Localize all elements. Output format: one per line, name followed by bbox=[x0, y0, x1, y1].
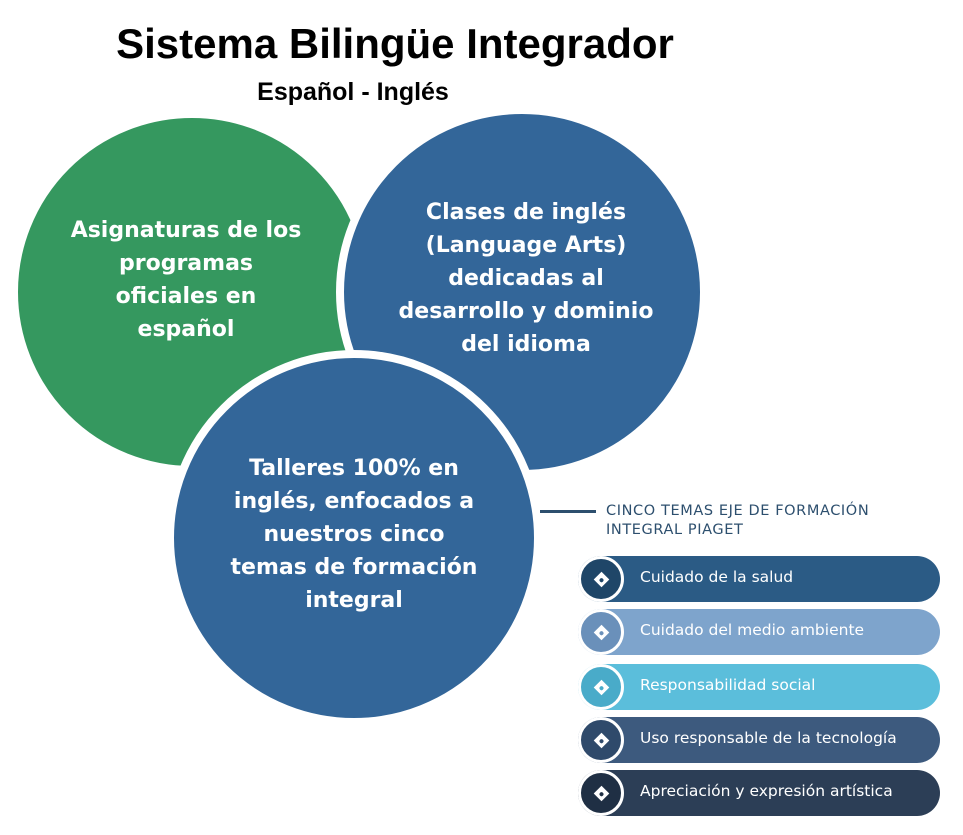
theme-item-knob bbox=[578, 770, 624, 816]
diamond-icon bbox=[593, 785, 609, 801]
theme-item-environment: Cuidado del medio ambiente bbox=[578, 609, 940, 655]
circle-spanish-subjects-text: Asignaturas de los programas oficiales e… bbox=[70, 218, 302, 342]
diamond-icon bbox=[593, 624, 609, 640]
diamond-icon bbox=[593, 732, 609, 748]
page-title: Sistema Bilingüe Integrador bbox=[116, 20, 674, 67]
circle-english-workshops: Talleres 100% en inglés, enfocados a nue… bbox=[166, 350, 542, 726]
circle-english-workshops-text: Talleres 100% en inglés, enfocados a nue… bbox=[230, 455, 478, 613]
circle-spanish-subjects: Asignaturas de los programas oficiales e… bbox=[12, 112, 372, 472]
themes-heading: CINCO TEMAS EJE DE FORMACIÓN INTEGRAL PI… bbox=[606, 503, 870, 538]
themes-panel: CINCO TEMAS EJE DE FORMACIÓN INTEGRAL PI… bbox=[540, 498, 960, 828]
theme-item-knob bbox=[578, 556, 624, 602]
themes-heading-rule bbox=[540, 510, 596, 513]
circle-english-classes-text: Clases de inglés (Language Arts) dedicad… bbox=[398, 199, 654, 357]
theme-item-knob bbox=[578, 664, 624, 710]
diamond-icon bbox=[593, 679, 609, 695]
theme-item-label: Uso responsable de la tecnología bbox=[640, 729, 897, 747]
theme-item-knob bbox=[578, 717, 624, 763]
theme-item-label: Apreciación y expresión artística bbox=[640, 782, 893, 800]
theme-item-social: Responsabilidad social bbox=[578, 664, 940, 710]
theme-item-knob bbox=[578, 609, 624, 655]
theme-item-label: Responsabilidad social bbox=[640, 676, 816, 694]
theme-item-technology: Uso responsable de la tecnología bbox=[578, 717, 940, 763]
theme-item-art: Apreciación y expresión artística bbox=[578, 770, 940, 816]
page-subtitle: Español - Inglés bbox=[257, 78, 449, 106]
theme-item-label: Cuidado del medio ambiente bbox=[640, 621, 865, 639]
diamond-icon bbox=[593, 571, 609, 587]
theme-item-health: Cuidado de la salud bbox=[578, 556, 940, 602]
theme-item-label: Cuidado de la salud bbox=[640, 568, 794, 586]
